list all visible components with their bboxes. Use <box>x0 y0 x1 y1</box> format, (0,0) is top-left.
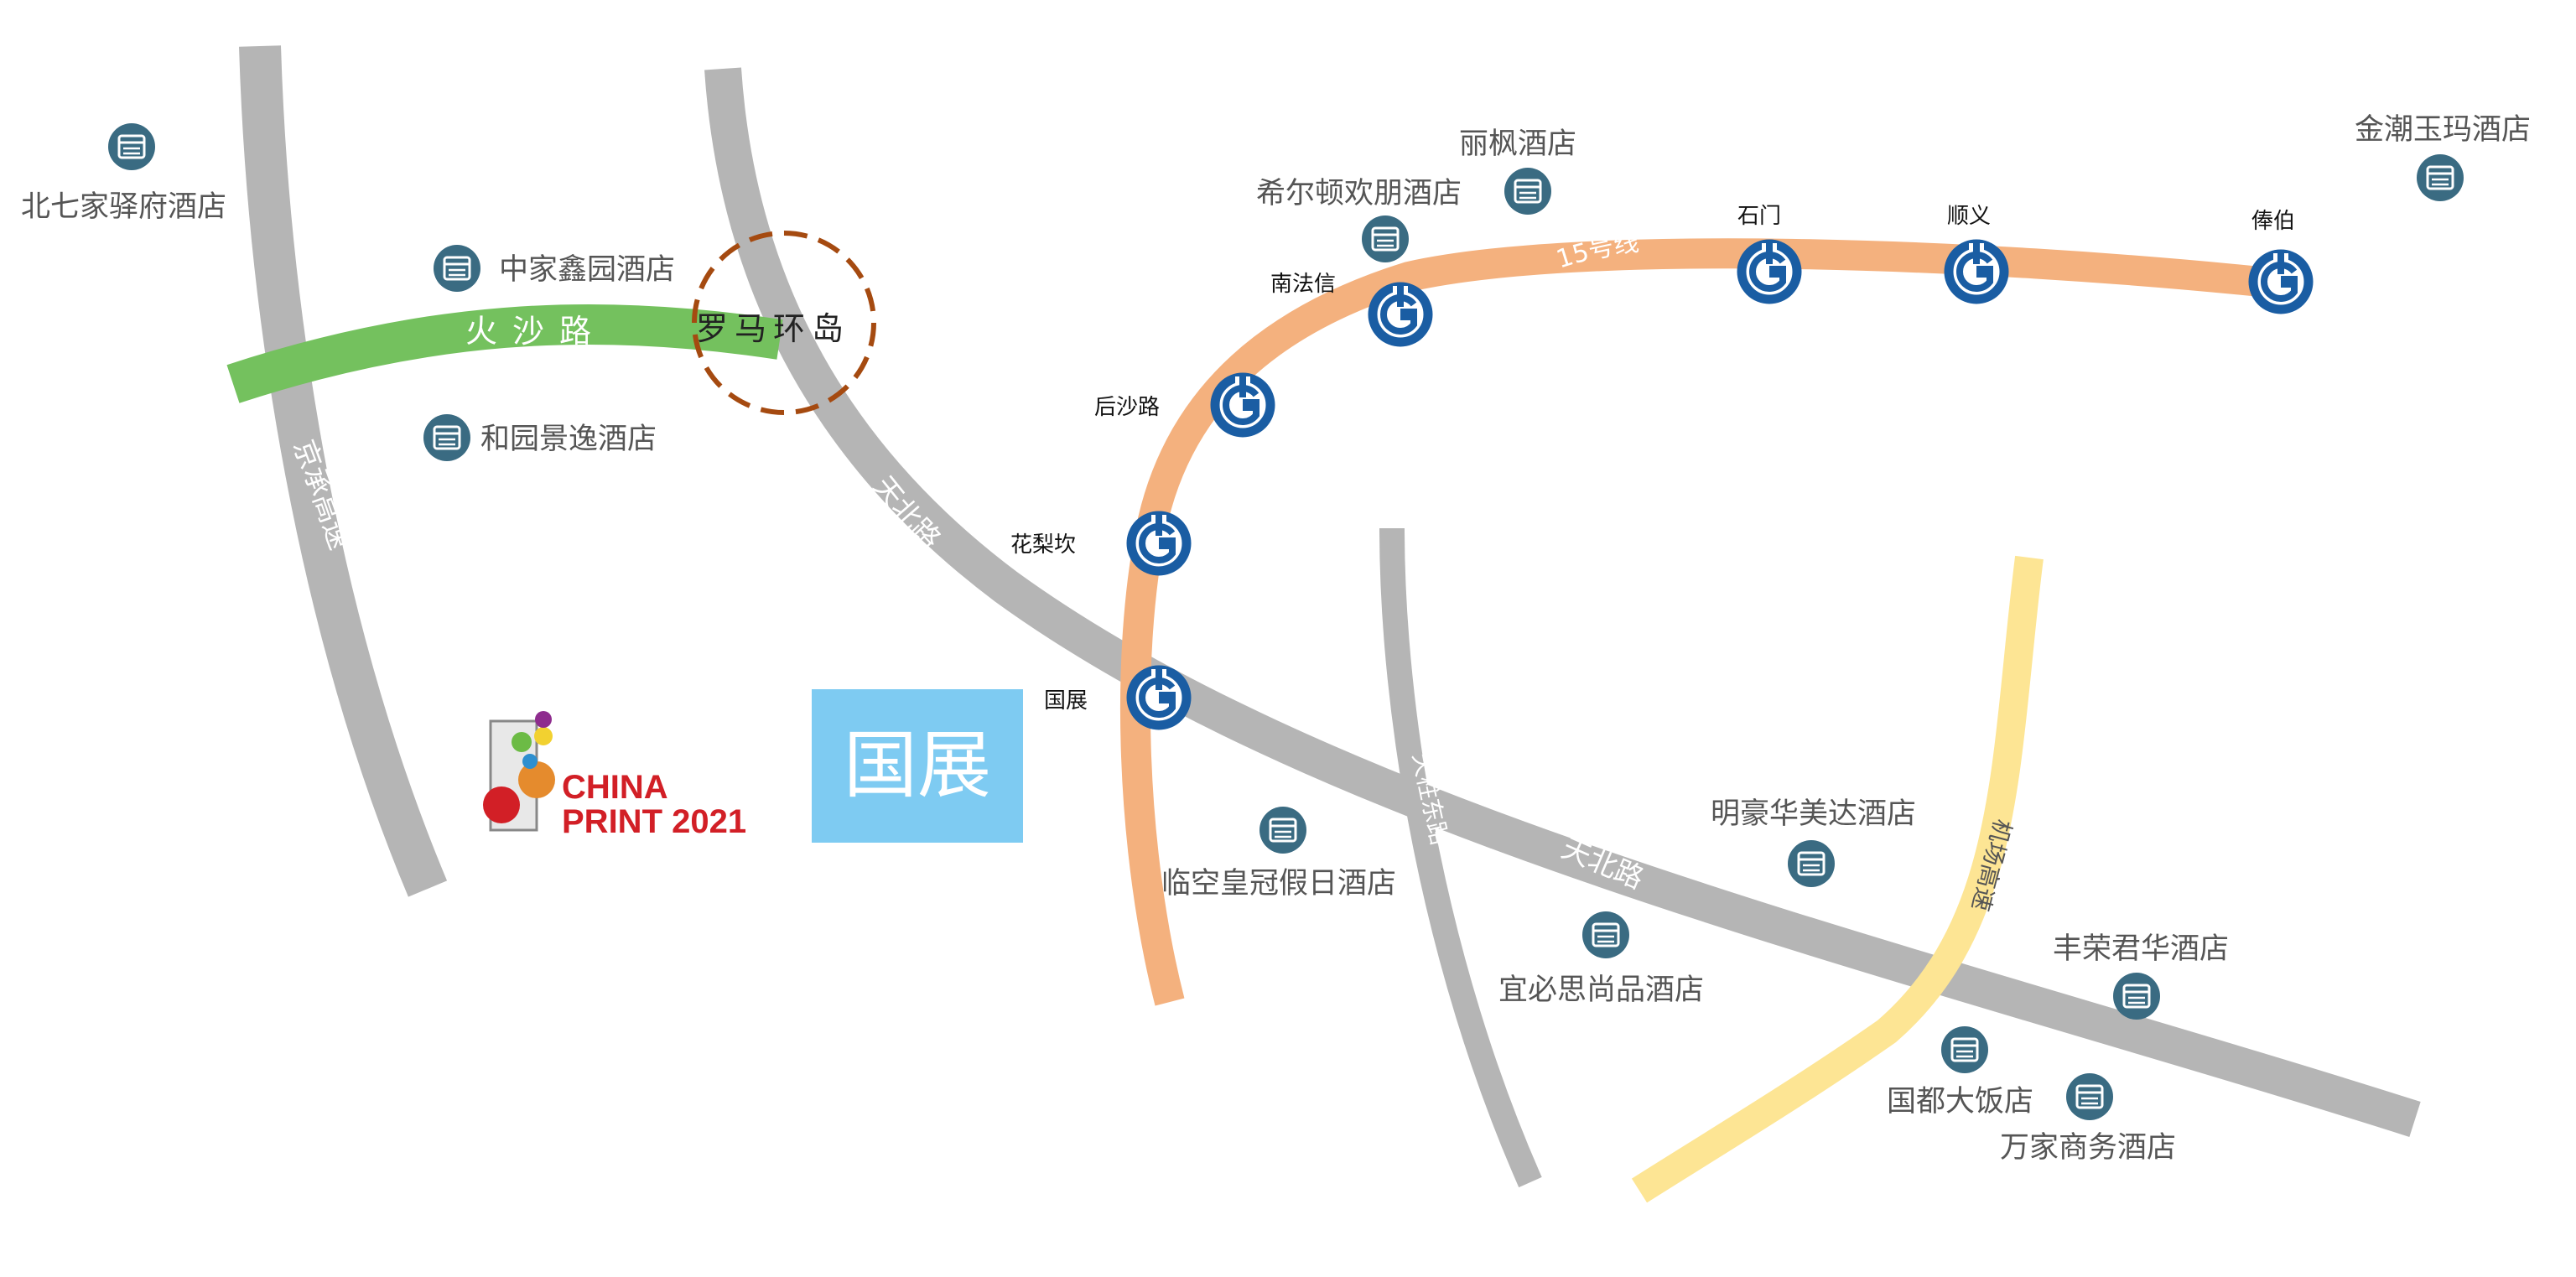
hotel-label-heyuanjingyi: 和园景逸酒店 <box>480 423 657 456</box>
station-icon-hualikan <box>1130 512 1187 572</box>
station-icon-nanfaxin <box>1372 283 1429 343</box>
station-icon-guozhan <box>1130 667 1187 726</box>
expo-hall-label: 国展 <box>844 722 991 808</box>
station-label-nanfaxin: 南法信 <box>1270 272 1336 297</box>
hotel-icon <box>1503 166 1553 216</box>
station-label-hualikan: 花梨坎 <box>1010 532 1076 558</box>
hotel-icon <box>1258 805 1308 855</box>
expo-hall-box <box>812 689 1023 843</box>
hotel-label-wanjia: 万家商务酒店 <box>2000 1131 2176 1165</box>
station-label-fengbo: 俸伯 <box>2251 209 2295 234</box>
hotel-label-guodu: 国都大饭店 <box>1887 1085 2033 1119</box>
hotel-label-lifeng: 丽枫酒店 <box>1459 127 1576 161</box>
hotel-icon <box>1940 1025 1990 1075</box>
station-label-shunyi: 顺义 <box>1947 204 1991 229</box>
hotel-icon <box>1786 838 1836 889</box>
station-icon-houshalu <box>1214 374 1271 433</box>
road-label-huosha: 火沙路 <box>465 313 606 350</box>
hotel-icon <box>2415 153 2465 203</box>
road-airport <box>1631 555 2044 1203</box>
hotel-icon <box>1360 214 1410 264</box>
road-tianzhu-east <box>1379 527 1542 1188</box>
logo-line1: CHINA <box>562 769 668 806</box>
hotel-label-beiqijia: 北七家驿府酒店 <box>21 190 226 224</box>
hotel-label-ibis-styles: 宜必思尚品酒店 <box>1498 973 1704 1007</box>
hotel-label-fengrongjunhua: 丰荣君华酒店 <box>2053 932 2229 966</box>
hotel-icon <box>2111 971 2162 1021</box>
hotel-icon <box>1581 910 1631 960</box>
hotel-label-hilton-hampton: 希尔顿欢朋酒店 <box>1256 177 1462 210</box>
road-huosha <box>226 304 783 403</box>
station-label-houshalu: 后沙路 <box>1094 395 1160 420</box>
station-icon-shimen <box>1741 241 1798 300</box>
hotel-icon <box>2064 1072 2115 1122</box>
hotel-icon <box>422 413 472 463</box>
hotel-icon <box>432 243 482 293</box>
roundabout-marker <box>692 231 876 415</box>
station-icon-shunyi <box>1948 241 2005 300</box>
hotel-icon <box>106 122 157 172</box>
logo-line2: PRINT 2021 <box>562 803 746 840</box>
station-label-shimen: 石门 <box>1737 204 1781 229</box>
hotel-label-jinchaoyuma: 金潮玉玛酒店 <box>2355 113 2531 147</box>
subway-line-15 <box>1119 238 2278 1006</box>
road-jingcheng <box>239 45 448 897</box>
station-label-guozhan: 国展 <box>1044 688 1088 714</box>
hotel-label-zhongjiaxinyuan: 中家鑫园酒店 <box>499 253 675 287</box>
china-print-logo: CHINA PRINT 2021 <box>483 711 746 840</box>
roundabout-label: 罗马环岛 <box>696 310 850 347</box>
hotel-label-ramada: 明豪华美达酒店 <box>1711 797 1916 831</box>
station-icon-fengbo <box>2252 251 2309 310</box>
hotel-label-crowne-plaza: 临空皇冠假日酒店 <box>1161 867 1396 901</box>
